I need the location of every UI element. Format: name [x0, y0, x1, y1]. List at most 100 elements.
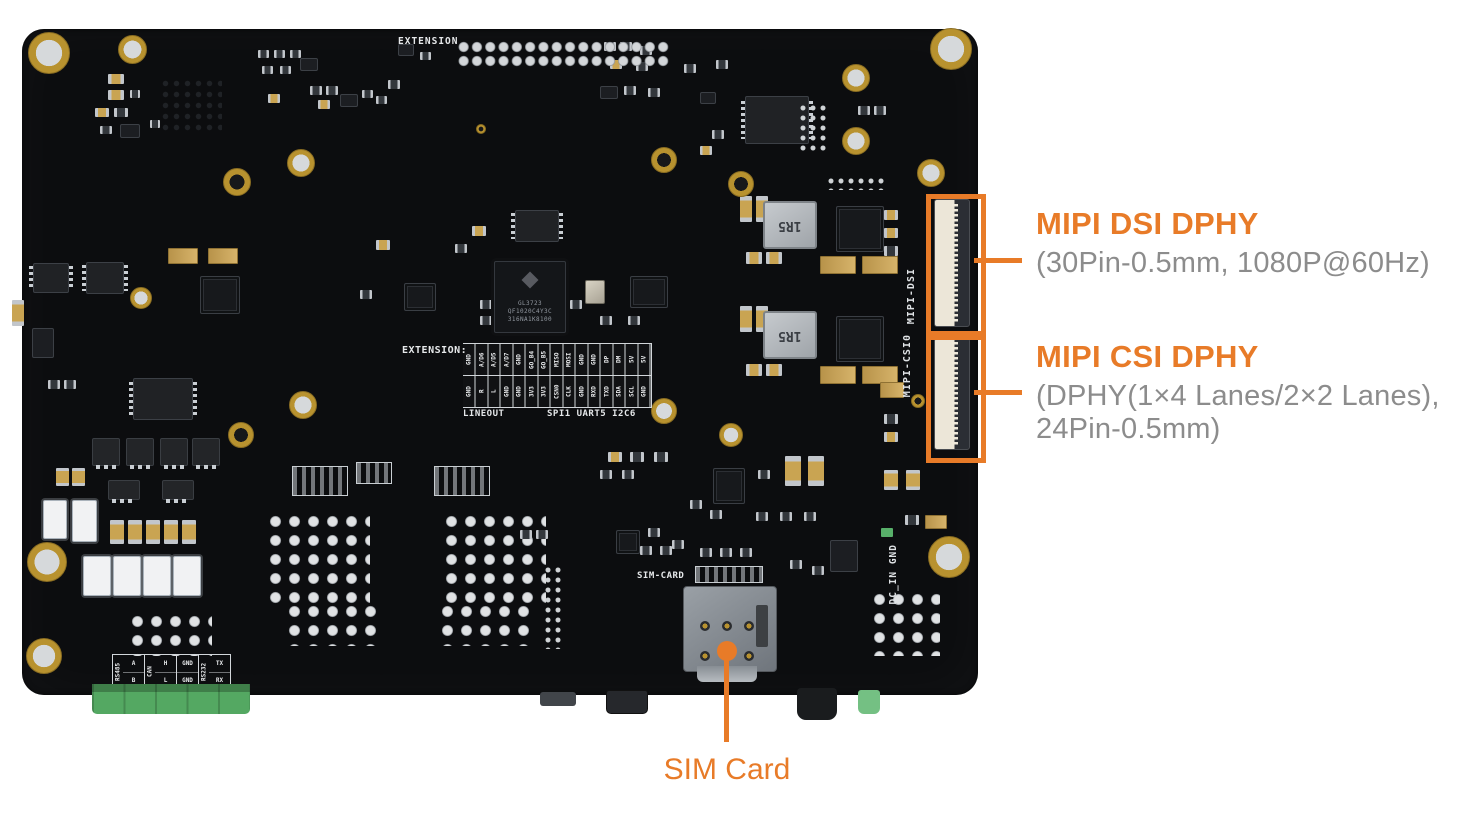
csi-annotation-subtitle-line1: (DPHY(1×4 Lanes/2×2 Lanes), — [1036, 380, 1440, 412]
pcb-component-cap — [376, 240, 390, 250]
pcb-component-padsBig — [442, 512, 546, 608]
mounting-hole — [651, 147, 677, 173]
pcb-component-qfn — [616, 530, 640, 554]
silkscreen-extension-table-label: EXTENSION: — [402, 345, 468, 356]
pcb-component-silkrow — [695, 566, 763, 583]
pcb-component-barrel — [797, 688, 837, 720]
pcb-component-ic — [700, 92, 716, 104]
pcb-component-res — [648, 528, 660, 537]
pin-label: GND — [575, 376, 588, 407]
pcb-component-goldpad — [208, 248, 238, 264]
pin-label: 5V — [638, 344, 651, 375]
pcb-component-soic — [129, 378, 197, 420]
pcb-component-ic — [830, 540, 858, 572]
pcb-component-capv — [884, 470, 898, 490]
pcb-component-dgrid — [160, 78, 222, 132]
pcb-component-mos — [192, 438, 220, 469]
pcb-component-res — [150, 120, 160, 128]
pin-label: GND — [513, 376, 526, 407]
pcb-component-res — [258, 50, 269, 58]
pin-label: GO_B4 — [525, 344, 538, 375]
pcb-component-goldpad — [925, 515, 947, 529]
pcb-component-res — [756, 512, 768, 521]
pcb-component-res — [672, 540, 684, 549]
io-group-can: CAN H L — [145, 655, 177, 689]
mounting-hole — [842, 64, 870, 92]
pcb-component-res — [274, 50, 285, 58]
pcb-component-res — [654, 452, 668, 462]
pcb-component-cap — [700, 146, 712, 155]
pin-label: 3V3 — [525, 376, 538, 407]
chip-marking-line2: QF1020C4Y3C — [507, 308, 553, 315]
pcb-component-res — [280, 66, 291, 74]
silkscreen-extension-header: EXTENSION — [398, 36, 459, 47]
pcb-component-qfn — [404, 283, 436, 311]
pcb-component-res — [712, 130, 724, 139]
pin-label: MOSI — [563, 344, 576, 375]
pcb-component-capv — [56, 468, 69, 486]
pcb-component-res — [884, 246, 898, 256]
pcb-component-res — [570, 300, 582, 309]
io-pin-label: GND — [182, 659, 193, 667]
mounting-hole — [719, 423, 743, 447]
pcb-component-res — [64, 380, 76, 389]
main-chip: GL3723 QF1020C4Y3C 316NA1K8100 — [494, 261, 566, 333]
pin-label: TXD — [600, 376, 613, 407]
pcb-component-mos — [92, 438, 120, 469]
pcb-component-res — [648, 88, 660, 97]
terminal-block-connector — [92, 684, 250, 714]
pcb-component-cap — [746, 252, 762, 264]
mounting-hole — [917, 159, 945, 187]
pcb-component-mos — [162, 480, 194, 503]
pcb-component-capv — [808, 456, 824, 486]
pin-label: RXD — [588, 376, 601, 407]
pcb-component-res — [600, 470, 612, 479]
io-pin-label: B — [123, 671, 144, 690]
pcb-component-res — [710, 510, 722, 519]
pin-label: CSN0 — [550, 376, 563, 407]
mounting-hole — [228, 422, 254, 448]
pcb-component-padsSm — [826, 176, 888, 190]
pcb-component-capv — [110, 520, 124, 544]
pin-label: DP — [600, 344, 613, 375]
extension-pin-header — [457, 40, 669, 68]
csi-annotation-title: MIPI CSI DPHY — [1036, 339, 1259, 374]
pcb-component-silkrow — [292, 466, 348, 496]
pcb-component-goldpad — [168, 248, 198, 264]
pcb-component-capv — [128, 520, 142, 544]
pin-label: GND — [463, 344, 476, 375]
pcb-component-greenled — [881, 528, 893, 537]
silkscreen-mipi-dsi: MIPI-DSI — [906, 268, 917, 325]
pcb-component-white — [173, 556, 201, 596]
pcb-component-cap — [108, 90, 124, 100]
pcb-component-capv — [72, 468, 85, 486]
pcb-component-res — [362, 90, 373, 98]
pcb-component-xtal — [585, 280, 605, 304]
mounting-hole — [928, 536, 970, 578]
pcb-component-res — [536, 530, 548, 539]
csi-highlight-box — [926, 331, 986, 463]
pcb-component-goldpad — [862, 256, 898, 274]
pcb-component-ic — [32, 328, 54, 358]
pcb-component-silkrow — [356, 462, 392, 484]
pcb-component-qfn — [713, 468, 745, 504]
pcb-component-res — [600, 316, 612, 325]
pcb-component-ic — [120, 124, 140, 138]
silkscreen-lineout: LINEOUT — [463, 409, 505, 419]
pcb-component-cap — [608, 452, 622, 462]
pin-label: GO_B5 — [538, 344, 551, 375]
pcb-component-res — [905, 515, 919, 525]
pcb-component-res — [716, 60, 728, 69]
pcb-component-padsBig — [438, 602, 530, 646]
pcb-component-res — [376, 96, 387, 104]
pcb-component-conn1 — [540, 692, 576, 706]
pcb-component-res — [884, 414, 898, 424]
mounting-hole — [842, 127, 870, 155]
silkscreen-sim-card: SIM-CARD — [637, 571, 685, 581]
pcb-component-cap — [746, 364, 762, 376]
csi-callout-line — [974, 390, 1022, 395]
pcb-component-mos — [160, 438, 188, 469]
pcb-component-cap — [318, 100, 330, 109]
